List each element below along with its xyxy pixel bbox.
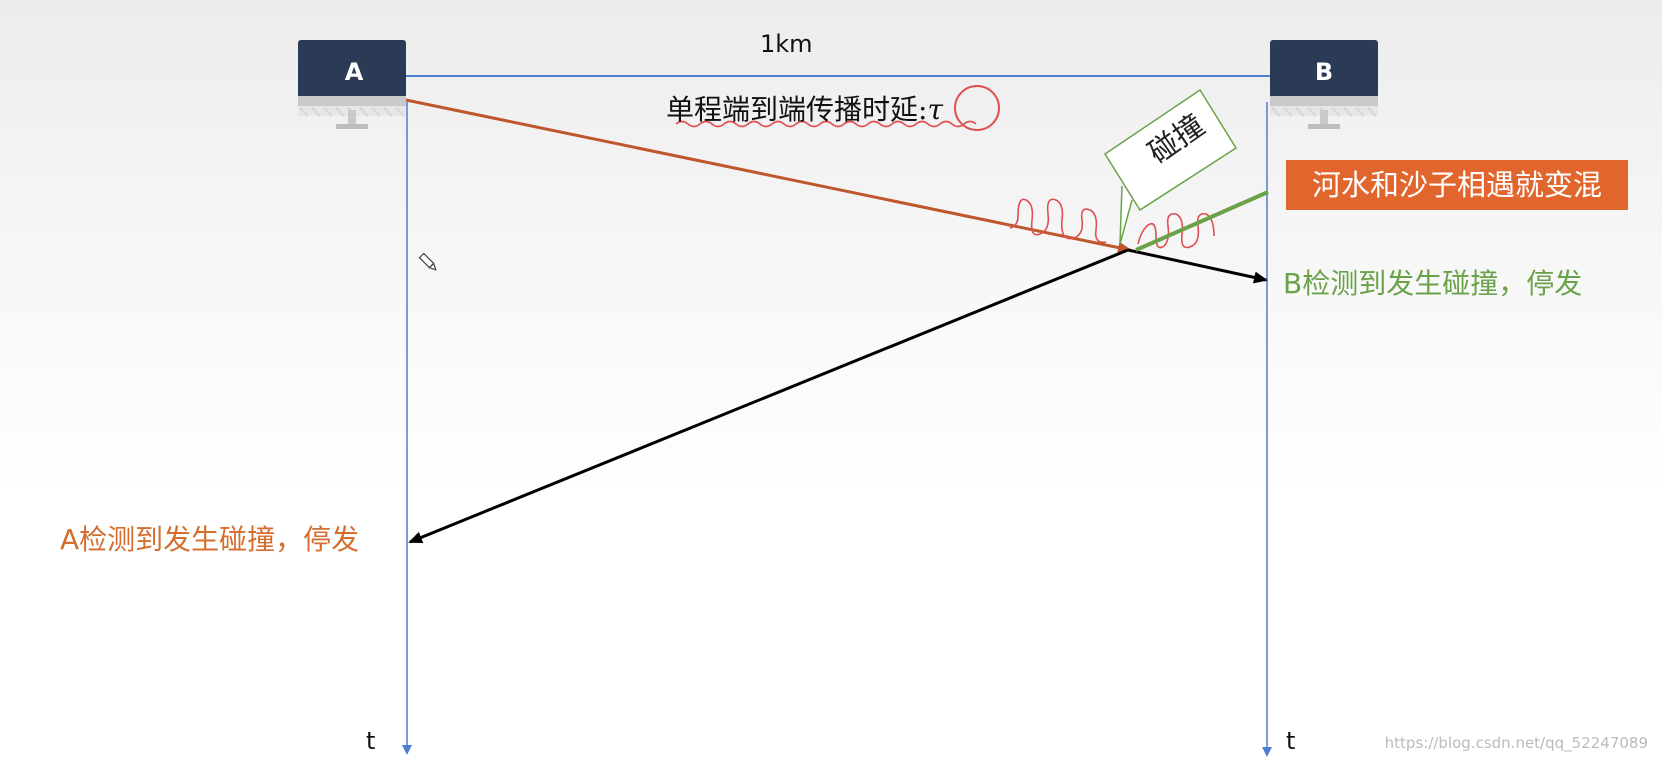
tau-circle — [954, 85, 1000, 131]
collision-callout-pointer — [1119, 185, 1133, 245]
signal-a-line — [405, 98, 1132, 254]
collision-wave-left — [1009, 198, 1107, 244]
watermark: https://blog.csdn.net/qq_52247089 — [1384, 734, 1648, 752]
collision-wave-right — [1137, 212, 1215, 249]
river-callout-line — [1135, 190, 1269, 252]
time-axis-b-label: t — [1286, 727, 1296, 755]
host-b-icon — [1270, 40, 1378, 129]
a-detect-collision-label: A检测到发生碰撞，停发 — [60, 523, 360, 556]
propagation-delay-label: 单程端到端传播时延:τ — [666, 88, 943, 128]
collision-callout-box — [1103, 88, 1238, 212]
delay-text: 单程端到端传播时延: — [666, 93, 928, 126]
host-b-label: B — [1314, 58, 1334, 86]
host-a-label: A — [344, 58, 364, 86]
river-sand-note: 河水和沙子相遇就变混 — [1286, 160, 1628, 210]
delay-underline-squiggle — [675, 120, 977, 128]
tau-symbol: τ — [927, 93, 943, 126]
host-a-icon — [298, 40, 406, 129]
pencil-cursor-icon — [418, 252, 437, 271]
time-axis-a-label: t — [366, 727, 376, 755]
distance-label: 1km — [760, 30, 813, 58]
signal-collision-to-b-line — [1127, 248, 1268, 284]
signal-b-to-a-line — [408, 248, 1129, 544]
b-detect-collision-label: B检测到发生碰撞，停发 — [1283, 267, 1583, 300]
